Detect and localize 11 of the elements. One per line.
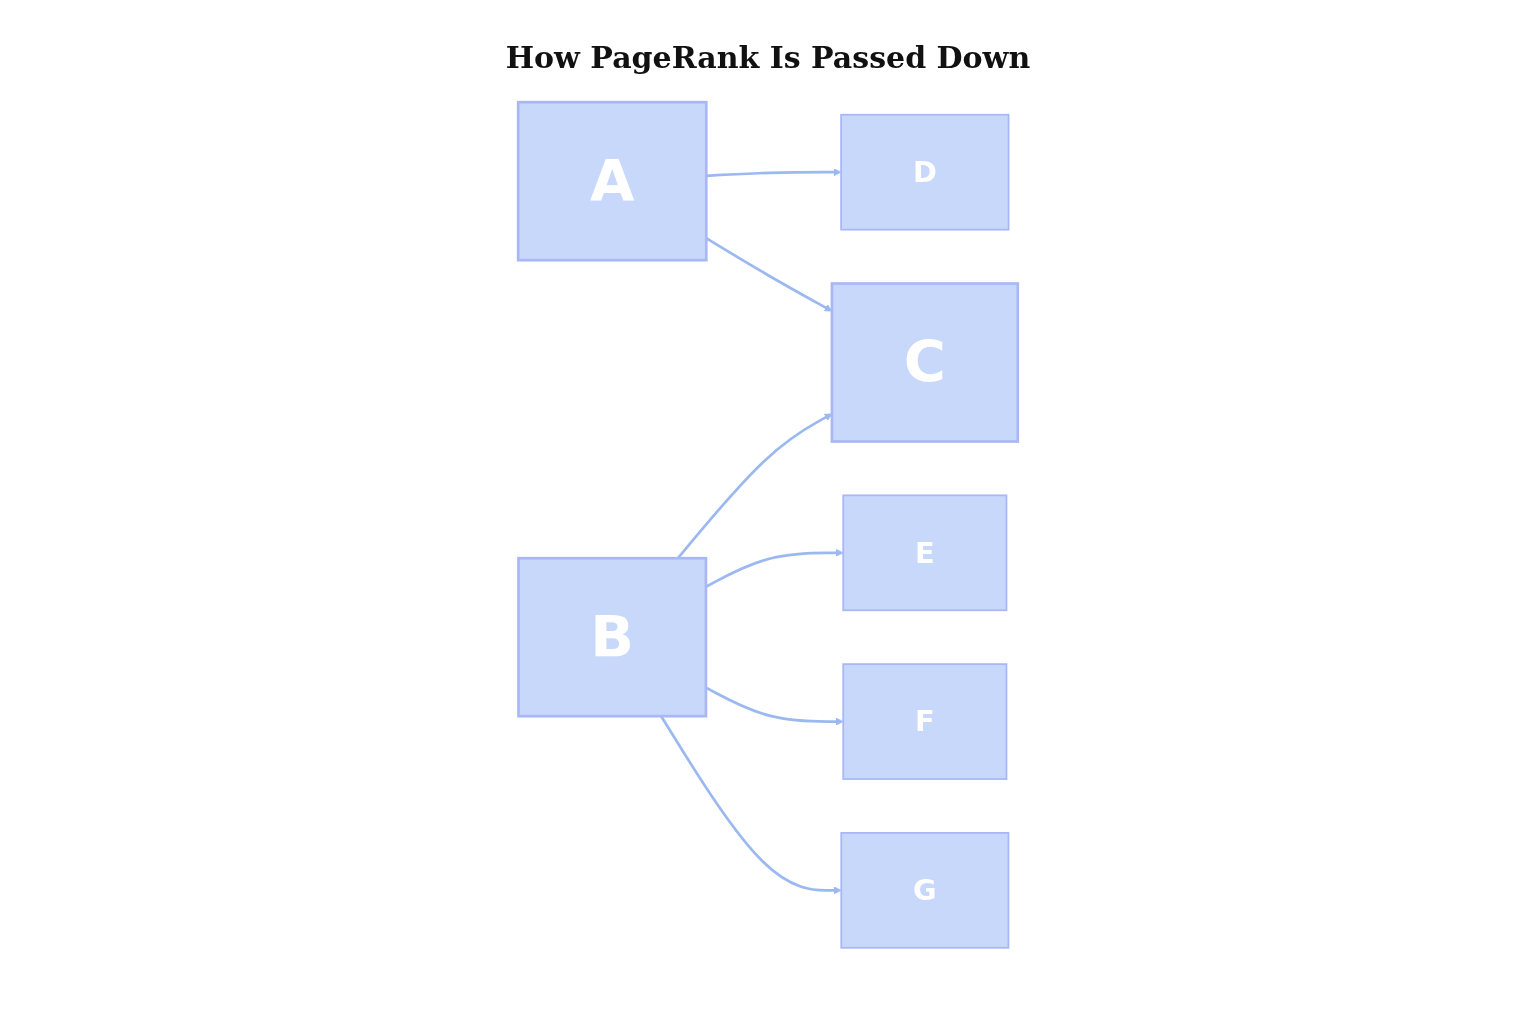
node-box: D xyxy=(840,113,1010,231)
node-box: G xyxy=(840,832,1010,949)
arrow xyxy=(705,548,844,588)
node-box: E xyxy=(842,494,1008,612)
node-box: C xyxy=(830,282,1020,443)
arrow xyxy=(705,686,844,726)
node-box: F xyxy=(842,663,1008,780)
arrow xyxy=(706,168,842,178)
diagram-title: How PageRank Is Passed Down xyxy=(504,40,1032,75)
node-box: B xyxy=(517,556,708,718)
node-box: A xyxy=(516,100,708,262)
